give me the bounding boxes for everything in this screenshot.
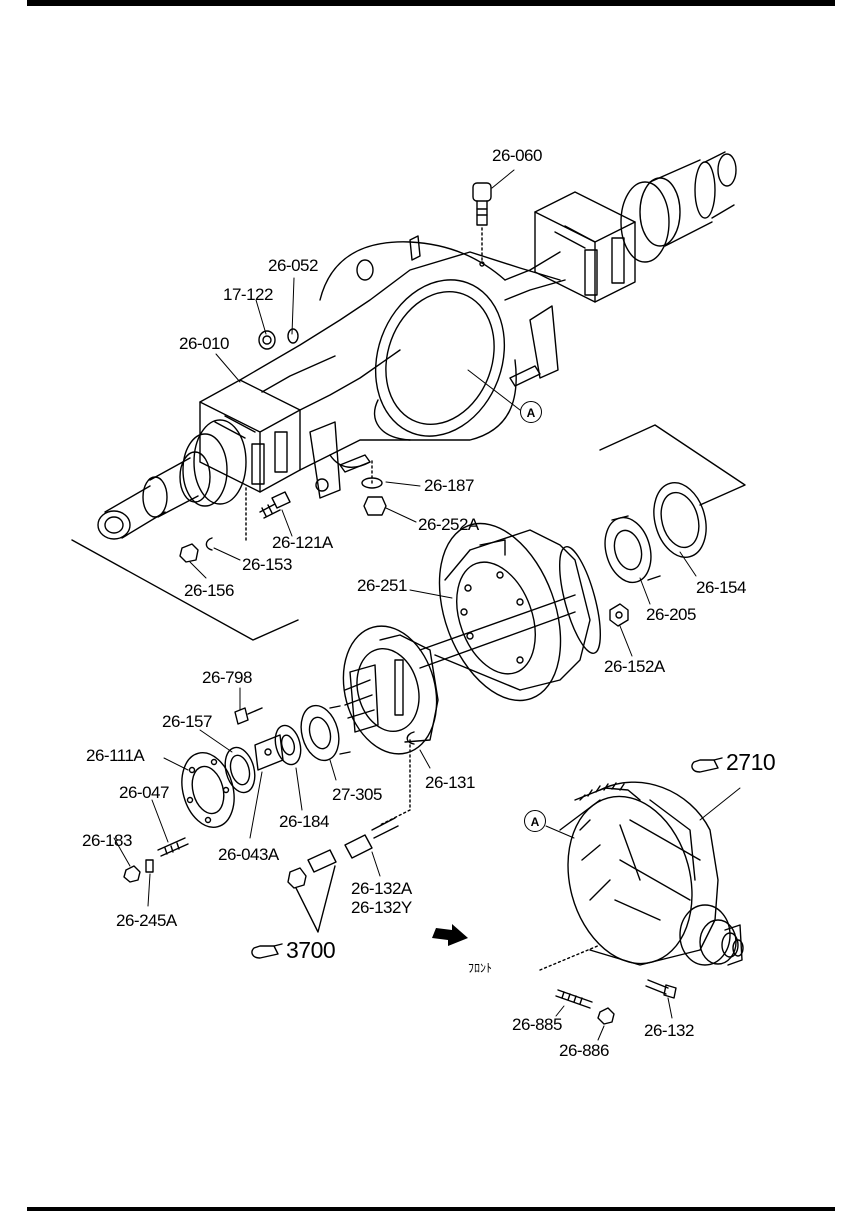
carrier-bolt — [646, 980, 676, 998]
label-17-122: 17-122 — [223, 285, 273, 304]
label-26-184: 26-184 — [279, 812, 329, 831]
label-26-886: 26-886 — [559, 1041, 609, 1060]
front-arrow — [432, 924, 468, 946]
oil-seal — [646, 477, 714, 563]
label-26-156: 26-156 — [184, 581, 234, 600]
label-26-252A: 26-252A — [418, 515, 479, 534]
label-26-047: 26-047 — [119, 783, 169, 802]
brake-drum — [417, 507, 609, 718]
gasket-157 — [221, 744, 260, 796]
axle-stud — [158, 838, 188, 856]
outer-bearing — [295, 701, 350, 764]
label-26-187: 26-187 — [424, 476, 474, 495]
front-label: ﾌﾛﾝﾄ — [468, 961, 493, 975]
axle-flange — [174, 747, 242, 833]
fill-plug — [259, 329, 298, 349]
label-27-305: 27-305 — [332, 785, 382, 804]
group-bracket-left — [72, 540, 298, 640]
label-26-132: 26-132 — [644, 1021, 694, 1040]
label-26-121A: 26-121A — [272, 533, 333, 552]
housing-nut — [362, 460, 386, 515]
top-rule — [27, 0, 835, 6]
axle-housing — [98, 152, 736, 539]
hub-bolts — [288, 732, 414, 888]
label-26-131: 26-131 — [425, 773, 475, 792]
stud-nut — [124, 860, 153, 882]
leader-lines — [114, 170, 740, 1040]
inner-bearing — [598, 512, 660, 587]
ref-2710[interactable]: 2710 — [726, 749, 776, 775]
label-26-132Y: 26-132Y — [351, 898, 412, 917]
ref-3700-leaders — [296, 866, 335, 932]
label-26-798: 26-798 — [202, 668, 252, 687]
label-26-010: 26-010 — [179, 334, 229, 353]
label-26-153: 26-153 — [242, 555, 292, 574]
hub-nut-152A — [610, 604, 628, 626]
lock-plate — [255, 735, 283, 770]
drain-bolt — [260, 492, 290, 518]
label-26-060: 26-060 — [492, 146, 542, 165]
retainer — [271, 723, 305, 768]
label-26-157: 26-157 — [162, 712, 212, 731]
label-26-205: 26-205 — [646, 605, 696, 624]
carrier-stud — [540, 945, 600, 1008]
clip-nut — [180, 538, 212, 562]
label-26-885: 26-885 — [512, 1015, 562, 1034]
callout-a-upper: A — [520, 401, 542, 423]
label-26-245A: 26-245A — [116, 911, 177, 930]
differential-carrier — [550, 782, 743, 977]
label-26-043A: 26-043A — [218, 845, 279, 864]
breather-plug — [473, 183, 491, 266]
label-26-111A: 26-111A — [86, 746, 145, 765]
callout-a-lower: A — [524, 810, 546, 832]
ref-2710-icon — [692, 758, 722, 772]
label-26-052: 26-052 — [268, 256, 318, 275]
ref-3700-icon — [252, 944, 282, 958]
label-26-132A: 26-132A — [351, 879, 412, 898]
ref-3700[interactable]: 3700 — [286, 937, 336, 963]
label-26-154: 26-154 — [696, 578, 746, 597]
label-26-152A: 26-152A — [604, 657, 665, 676]
bolt-26-798 — [235, 708, 262, 724]
carrier-nut — [598, 1008, 614, 1024]
label-26-251: 26-251 — [357, 576, 407, 595]
hub — [330, 616, 451, 765]
bottom-rule — [27, 1207, 835, 1211]
group-bracket-right — [600, 425, 745, 505]
label-26-183: 26-183 — [82, 831, 132, 850]
